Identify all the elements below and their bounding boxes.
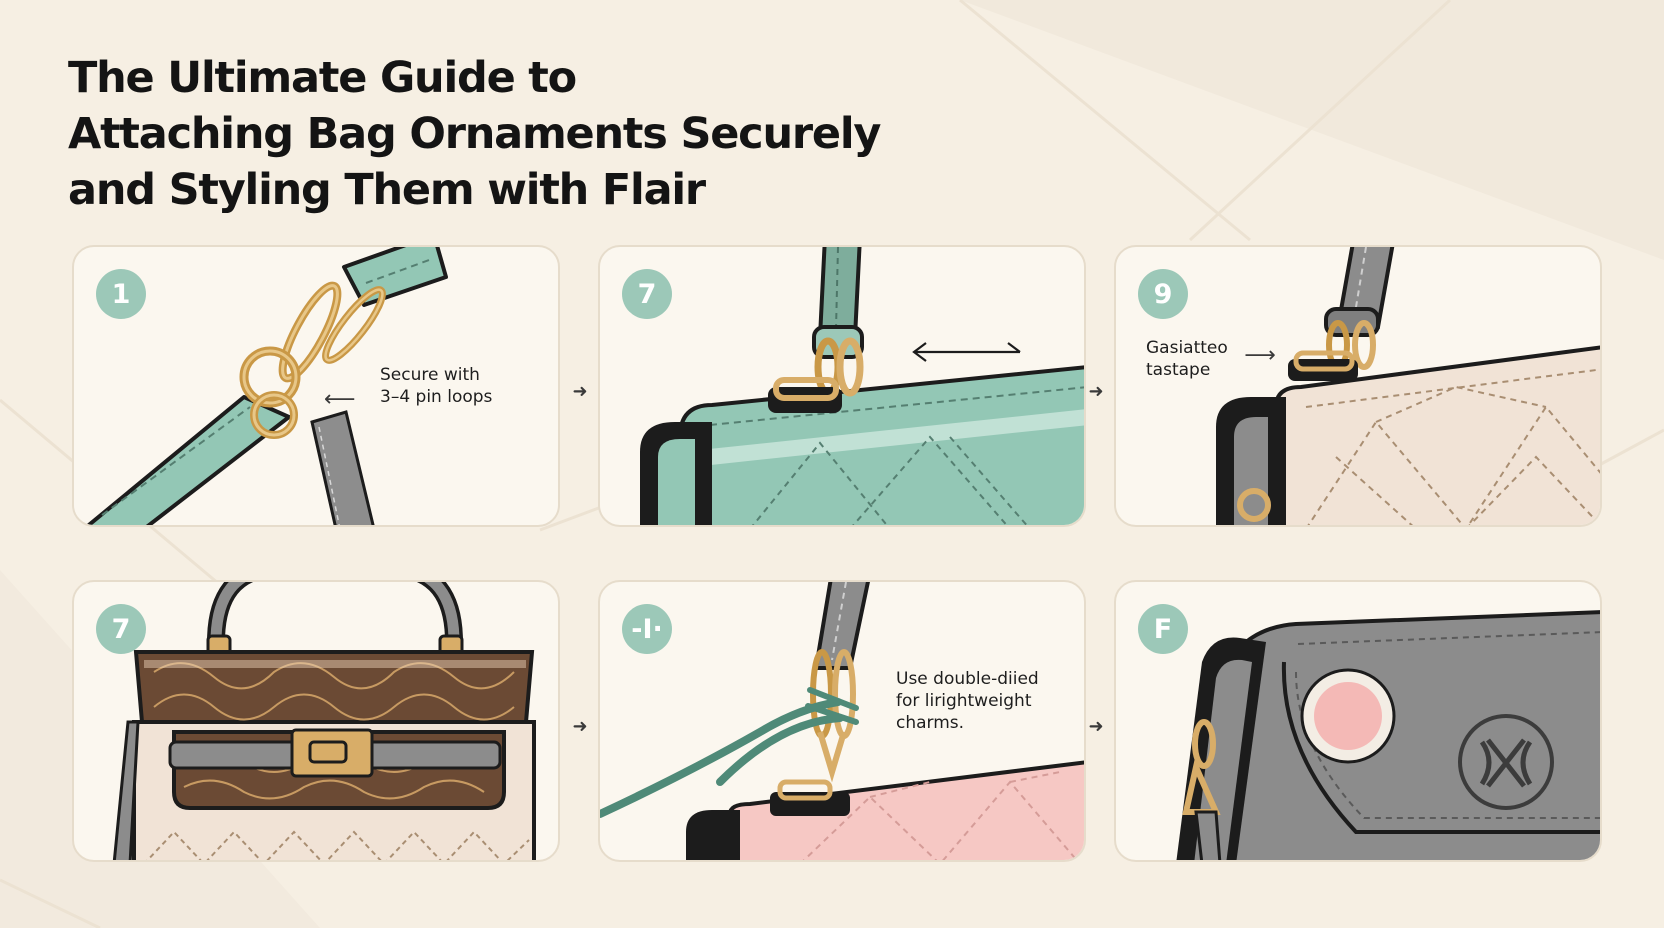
- arrow-right-icon: ➜: [1088, 716, 1104, 736]
- arrow-left-icon: ⟵: [324, 386, 356, 411]
- step-panel-1: 1 ⟵ Secure with 3–4 pin loops: [72, 245, 560, 527]
- title-line-1: The Ultimate Guide to: [68, 53, 577, 103]
- brown-handbag-illustration: [112, 582, 536, 860]
- arrow-right-icon: ➜: [572, 716, 588, 736]
- step-number-badge: 1: [96, 269, 146, 319]
- strap-loop-illustration: [85, 247, 448, 525]
- title-line-2: Attaching Bag Ornaments Securely: [68, 109, 881, 159]
- double-arrow-icon: [912, 342, 1021, 362]
- gray-bag-monogram-illustration: [1176, 610, 1600, 860]
- step-note: Use double-diied for lirightweight charm…: [896, 669, 1039, 733]
- title-line-3: and Styling Them with Flair: [68, 165, 706, 215]
- clasp-illustration: [640, 247, 1084, 525]
- step-note: Gasiatteo tastape: [1146, 338, 1228, 380]
- arrow-right-icon: ⟶: [1244, 342, 1276, 367]
- step-panel-2: 7: [598, 245, 1086, 527]
- step-panel-6: F: [1114, 580, 1602, 862]
- beige-bag-clasp-illustration: [1216, 247, 1600, 525]
- step-panel-3: 9 Gasiatteo tastape ⟶: [1114, 245, 1602, 527]
- step-panel-5: -I· Use double-diied for lirightweight c…: [598, 580, 1086, 862]
- step-number-badge: 7: [622, 269, 672, 319]
- step-note: Secure with 3–4 pin loops: [380, 365, 493, 407]
- step-panel-4: 7: [72, 580, 560, 862]
- arrow-right-icon: ➜: [572, 381, 588, 401]
- monogram-logo-icon: [1458, 714, 1554, 810]
- pink-bag-cord-illustration: [600, 582, 1084, 860]
- page-title: The Ultimate Guide to Attaching Bag Orna…: [68, 50, 881, 218]
- step-number-badge: 9: [1138, 269, 1188, 319]
- step-number-badge: -I·: [622, 604, 672, 654]
- step-number-badge: 7: [96, 604, 146, 654]
- arrow-right-icon: ➜: [1088, 381, 1104, 401]
- step-number-badge: F: [1138, 604, 1188, 654]
